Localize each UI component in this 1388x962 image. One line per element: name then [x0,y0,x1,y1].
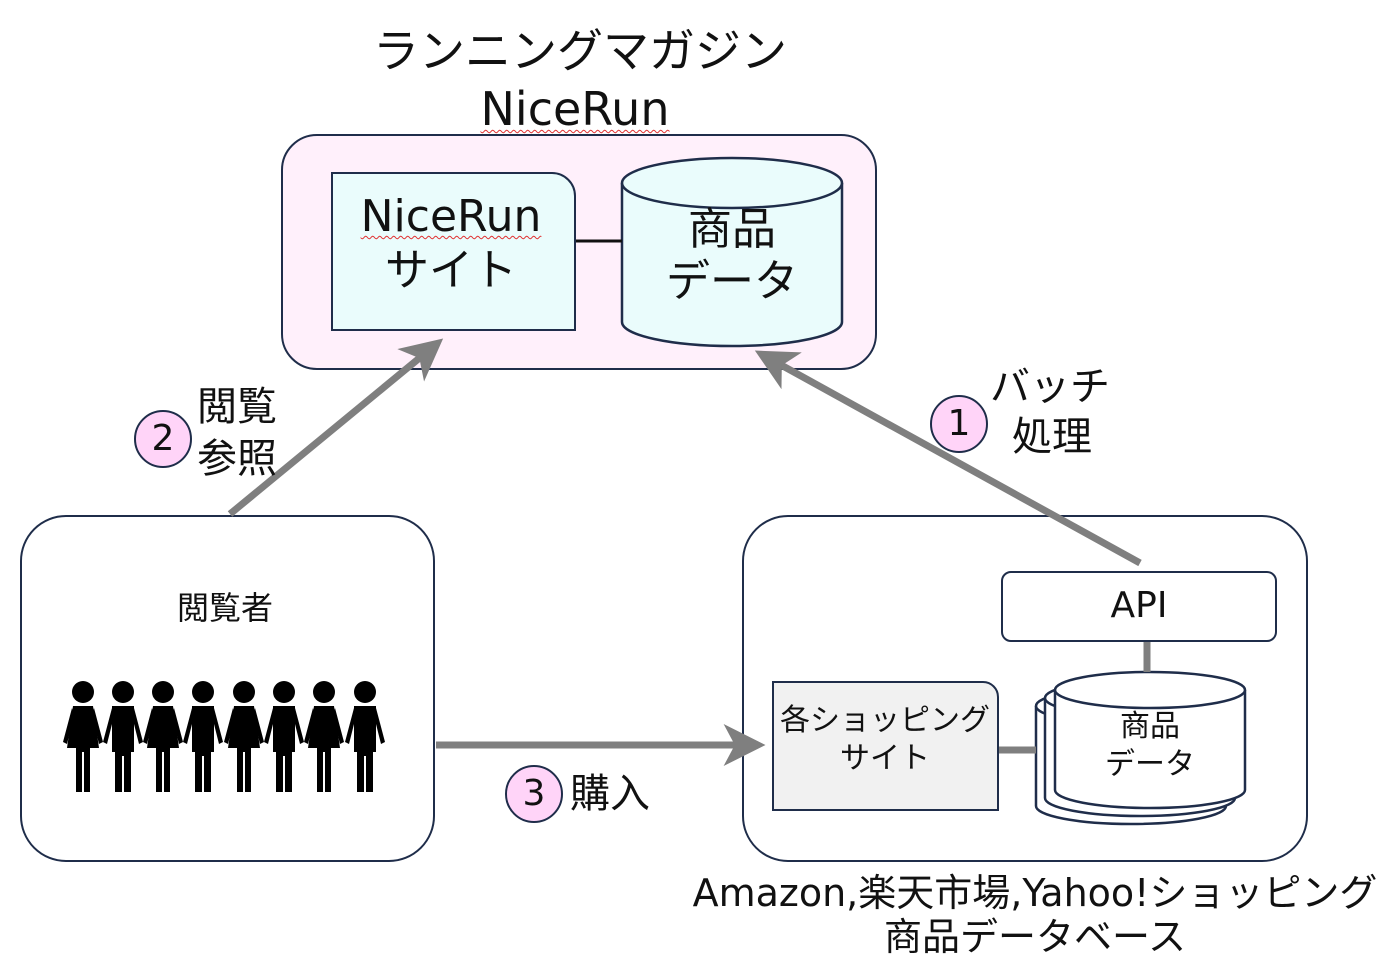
title-english-text: NiceRun [480,82,670,136]
shopping-sites-line1: 各ショッピング [780,703,990,738]
person-figure [304,681,344,792]
step2-line2: 参照 [197,436,277,482]
shopping-sites-box [772,681,999,811]
shopping-sites-line2: サイト [840,741,930,776]
batch-process-arrow [754,350,1142,567]
nicerun-site-box [331,172,576,331]
shopping-product-db-stack [1034,670,1247,826]
step3-label: 購入 [570,771,650,817]
step1-line1: バッチ [990,364,1110,410]
person-figure [143,681,183,792]
step1-line2: 処理 [1012,414,1092,460]
people-group-icon [63,681,385,792]
person-figure [345,681,385,792]
browse-arrow [227,338,444,517]
title-japanese: ランニングマガジン [373,24,787,78]
person-figure [224,681,264,792]
person-figure [63,681,103,792]
title-english: NiceRun [300,80,850,138]
nicerun-site-line1: NiceRun [360,191,542,242]
shopping-db-label: 商品 データ [1060,708,1240,784]
nicerun-db-line2: データ [666,256,798,307]
footer-line2: 商品データベース [883,915,1187,959]
step1-badge: 1 [930,395,988,453]
nicerun-site-label: NiceRun サイト [331,190,571,298]
shopping-db-line2: データ [1105,747,1195,782]
footer-line1: Amazon,楽天市場,Yahoo!ショッピング [692,871,1378,915]
person-figure [264,681,304,792]
step2-line1: 閲覧 [197,384,277,430]
viewer-label: 閲覧者 [176,589,273,627]
api-box: API [1001,571,1277,642]
shopping-sites-label: 各ショッピング サイト [770,702,1000,778]
person-figure [183,681,223,792]
shopping-db-line1: 商品 [1120,709,1180,744]
nicerun-site-line2: サイト [385,245,517,296]
step3-badge: 3 [505,765,563,823]
nicerun-product-db-cylinder [620,156,844,348]
nicerun-db-line1: 商品 [688,204,776,255]
step2-badge: 2 [134,410,192,468]
person-figure [103,681,143,792]
